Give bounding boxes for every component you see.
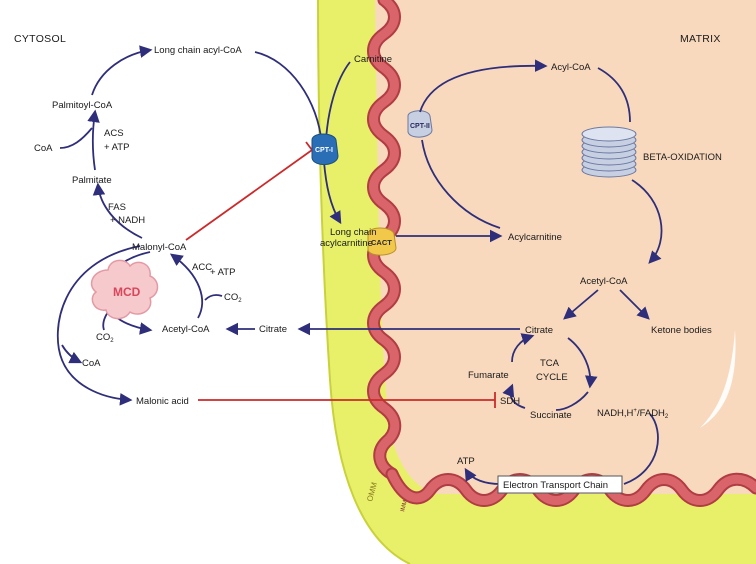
acs-label: ACS [104, 128, 124, 139]
tca-label-1: TCA [540, 358, 560, 369]
arrow-etc-to-atp [464, 467, 501, 485]
mcd-co2-label: CO2 [96, 332, 114, 344]
succinate-label: Succinate [530, 410, 572, 421]
sdh-label: SDH [500, 396, 520, 407]
acs-atp-label: + ATP [104, 142, 129, 153]
etc-label: Electron Transport Chain [503, 480, 608, 491]
fumarate-label: Fumarate [468, 370, 509, 381]
acc-label: ACC [192, 262, 212, 273]
arrow-acetyl-to-malonyl [169, 253, 203, 319]
arrow-palmitate-to-palmitoyl-coa [87, 109, 100, 171]
cpt1-protein [311, 133, 339, 165]
arrow-cpt1-to-acylcarnitine [323, 161, 342, 225]
arrow-malonic-coa-branch [61, 344, 83, 364]
tca-arc-succinate-to-fumarate [502, 383, 526, 409]
arrow-acs-cofactor [59, 127, 93, 149]
cytosol-citrate-label: Citrate [259, 324, 287, 335]
palmitate-label: Palmitate [72, 175, 112, 186]
cytosol-acetyl-coa-label: Acetyl-CoA [162, 324, 210, 335]
omm-edge [317, 0, 411, 564]
acc-co2-label: CO2 [224, 292, 242, 304]
fas-label: FAS [108, 202, 126, 213]
malonyl-coa-label: Malonyl-CoA [132, 242, 187, 253]
matrix-highlight [700, 330, 736, 428]
beta-oxidation-label: BETA-OXIDATION [643, 152, 722, 163]
tca-arc-fumarate-to-citrate [511, 333, 535, 363]
acc-atp-label: + ATP [210, 267, 235, 278]
arrow-malonyl-to-malonic [56, 245, 141, 406]
tca-arc-to-succinate [555, 391, 589, 411]
mcd-label: MCD [113, 285, 141, 299]
inhibition-malonyl-to-cpt1 [185, 149, 313, 241]
matrix-compartment [375, 0, 756, 494]
atp-label: ATP [457, 456, 475, 467]
imm-label: IMM [400, 500, 409, 513]
arrow-nadh-to-etc [623, 413, 659, 485]
long-chain-acylcarnitine-label-1: Long chain [330, 227, 376, 238]
cpt2-protein [407, 110, 433, 138]
arrow-cpt2-to-acyl-coa [419, 59, 548, 113]
matrix-citrate-label: Citrate [525, 325, 553, 336]
mcd-enzyme-shape [90, 259, 159, 320]
ketone-bodies-label: Ketone bodies [651, 325, 712, 336]
carnitine-label: Carnitine [354, 54, 392, 65]
cpt1-label: CPT-I [315, 147, 333, 154]
arrow-long-chain-to-cpt1 [254, 51, 323, 146]
arrow-acetyl-to-ketone [619, 289, 650, 320]
cytosol-label: CYTOSOL [14, 33, 66, 45]
cact-label: CACT [371, 238, 392, 247]
cact-protein [367, 227, 397, 256]
long-chain-acyl-coa-label: Long chain acyl-CoA [154, 45, 242, 56]
acylcarnitine-label: Acylcarnitine [508, 232, 562, 243]
tca-arc-citrate-to-nadh [567, 337, 598, 389]
palmitoyl-coa-label: Palmitoyl-CoA [52, 100, 113, 111]
acyl-coa-label: Acyl-CoA [551, 62, 591, 73]
long-chain-acylcarnitine-label-2: acylcarnitine [320, 238, 373, 249]
arrow-carnitine-to-cpt1 [325, 61, 351, 141]
nadh-fadh-label: NADH,H+/FADH2 [597, 408, 669, 420]
matrix-label: MATRIX [680, 33, 721, 45]
cpt2-label: CPT-II [410, 123, 430, 130]
malonic-acid-label: Malonic acid [136, 396, 189, 407]
etc-box [497, 475, 623, 494]
arrow-palmitoyl-to-long-chain [91, 45, 153, 96]
arrow-acyl-to-beta [597, 67, 631, 123]
arrow-acetyl-to-citrate [563, 289, 599, 320]
arrow-beta-to-acetyl [631, 179, 663, 264]
tca-label-2: CYCLE [536, 372, 568, 383]
beta-oxidation-stack [581, 126, 637, 178]
matrix-acetyl-coa-label: Acetyl-CoA [580, 276, 628, 287]
arrow-malonyl-to-palmitate [92, 182, 143, 239]
arrow-acc-co2 [204, 294, 223, 301]
fas-nadh-label: + NADH [110, 215, 145, 226]
coa-acs-label: CoA [34, 143, 53, 154]
coa-malonic-label: CoA [82, 358, 101, 369]
arrow-acylcarnitine-to-cpt2 [421, 139, 501, 229]
